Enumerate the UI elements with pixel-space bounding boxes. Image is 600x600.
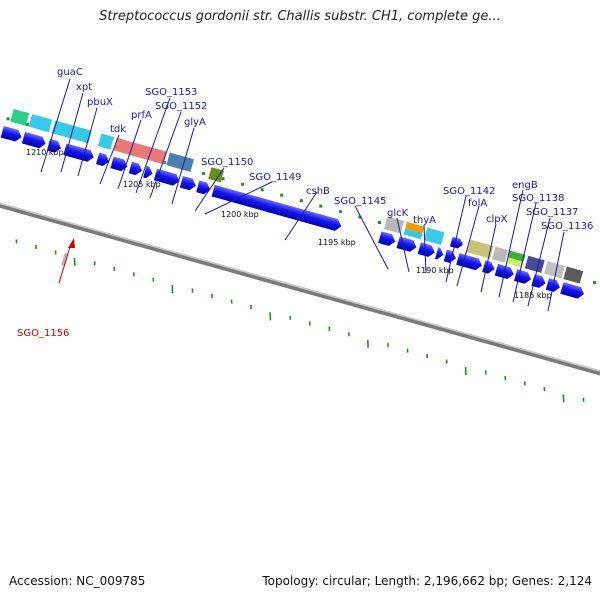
gene-arrow[interactable] bbox=[21, 131, 47, 150]
genome-summary-text: Topology: circular; Length: 2,196,662 bp… bbox=[262, 574, 592, 588]
gene-label-SGO_1137[interactable]: SGO_1137 bbox=[526, 207, 578, 218]
gene-arrow[interactable] bbox=[435, 247, 445, 260]
gene-box-xpt[interactable] bbox=[28, 114, 53, 133]
gene-arrow[interactable] bbox=[196, 180, 212, 196]
gene-box-glyA[interactable] bbox=[208, 167, 224, 183]
inner-tick-ruler bbox=[15, 239, 585, 403]
gene-label-SGO_1149[interactable]: SGO_1149 bbox=[249, 172, 301, 183]
gene-box-SGO_1152[interactable] bbox=[166, 152, 194, 172]
gene-box-glcK[interactable] bbox=[405, 221, 425, 234]
ruler-tick bbox=[202, 171, 205, 175]
ruler-tick bbox=[338, 210, 342, 214]
gene-arrow[interactable] bbox=[378, 231, 397, 247]
gene-box-SGO_1145[interactable] bbox=[384, 216, 405, 234]
accession-text: Accession: NC_009785 bbox=[9, 574, 146, 588]
gene-box-SGO_1137[interactable] bbox=[544, 261, 565, 279]
ruler-tick bbox=[241, 182, 245, 186]
ruler-tick bbox=[280, 193, 284, 197]
arrowhead-SGO_1156 bbox=[68, 238, 75, 248]
gene-box-SGO_1136[interactable] bbox=[563, 266, 584, 284]
gene-label-glcK[interactable]: glcK bbox=[387, 208, 409, 219]
gene-label-cshB[interactable]: cshB bbox=[306, 186, 330, 197]
gene-label-SGO_1150[interactable]: SGO_1150 bbox=[201, 157, 253, 168]
map-title: Streptococcus gordonii str. Challis subs… bbox=[99, 9, 501, 24]
gene-label-SGO_1152[interactable]: SGO_1152 bbox=[155, 101, 207, 112]
gene-arrow[interactable] bbox=[153, 168, 181, 187]
ruler-tick bbox=[593, 281, 596, 285]
gene-box-clpX[interactable] bbox=[492, 246, 509, 263]
kbp-marker: 1195 kbp bbox=[318, 238, 356, 247]
gene-box-folA[interactable] bbox=[467, 239, 494, 259]
gene-box-tdk[interactable] bbox=[97, 133, 114, 150]
ruler-tick bbox=[26, 122, 29, 126]
gene-arrow[interactable] bbox=[396, 236, 419, 253]
gene-box-SGO_1138[interactable] bbox=[524, 255, 545, 273]
gene-label-SGO_1142[interactable]: SGO_1142 bbox=[443, 186, 495, 197]
gene-box-thyA[interactable] bbox=[423, 227, 445, 245]
ruler-tick bbox=[299, 199, 303, 203]
gene-arrow[interactable] bbox=[63, 143, 95, 163]
kbp-marker: 1200 kbp bbox=[221, 210, 259, 219]
kbp-marker: 1190 kbp bbox=[416, 266, 454, 275]
gene-arrow[interactable] bbox=[110, 156, 129, 173]
gene-label-SGO_1145[interactable]: SGO_1145 bbox=[334, 196, 386, 207]
kbp-marker: 1205 kbp bbox=[123, 180, 161, 189]
ruler-tick bbox=[378, 221, 381, 224]
gene-label-thyA[interactable]: thyA bbox=[413, 215, 436, 226]
ruler-tick bbox=[358, 215, 362, 219]
gene-arrow[interactable] bbox=[0, 125, 23, 143]
label-leader-lines bbox=[40, 78, 565, 312]
gene-label-clpX[interactable]: clpX bbox=[486, 214, 508, 225]
ruler-tick bbox=[162, 161, 166, 164]
gene-label-tdk[interactable]: tdk bbox=[110, 124, 126, 135]
kbp-marker: 1210 kbp bbox=[26, 148, 64, 157]
gene-label-glyA[interactable]: glyA bbox=[184, 117, 206, 128]
gene-label-guaC[interactable]: guaC bbox=[57, 67, 83, 78]
genome-backbone bbox=[0, 174, 600, 406]
gene-arrow[interactable] bbox=[456, 253, 483, 271]
gene-box-engB-b[interactable] bbox=[506, 257, 524, 268]
gene-label-SGO_1153[interactable]: SGO_1153 bbox=[145, 87, 197, 98]
gene-arrow-cshB[interactable] bbox=[211, 184, 343, 232]
gene-arrow[interactable] bbox=[560, 282, 585, 300]
gene-label-pbuX[interactable]: pbuX bbox=[87, 97, 113, 108]
ruler-tick bbox=[221, 177, 225, 181]
gene-label-prfA[interactable]: prfA bbox=[131, 110, 152, 121]
gene-arrow[interactable] bbox=[143, 165, 154, 180]
kbp-marker: 1185 kbp bbox=[514, 291, 552, 300]
gene-label-engB[interactable]: engB bbox=[512, 180, 538, 191]
gene-box-guaC[interactable] bbox=[10, 109, 30, 126]
gene-arrow[interactable] bbox=[449, 236, 464, 250]
gene-label-SGO_1138[interactable]: SGO_1138 bbox=[512, 193, 564, 204]
label-leader-SGO_1156 bbox=[58, 246, 71, 284]
gene-arrow[interactable] bbox=[128, 161, 144, 177]
gene-arrow[interactable] bbox=[96, 152, 111, 168]
ruler-tick bbox=[260, 188, 264, 192]
gene-label-SGO_1136[interactable]: SGO_1136 bbox=[541, 221, 593, 232]
gene-arrow[interactable] bbox=[417, 242, 437, 258]
ruler-tick bbox=[6, 117, 10, 121]
gene-arrow[interactable] bbox=[514, 269, 533, 285]
gene-box-engB[interactable] bbox=[508, 250, 526, 262]
gene-label-folA[interactable]: folA bbox=[468, 198, 487, 209]
gene-arrow[interactable] bbox=[179, 175, 198, 192]
kbp-markers: 1210 kbp 1205 kbp 1200 kbp 1195 kbp 1190… bbox=[26, 148, 552, 300]
gene-box-glcK-b[interactable] bbox=[403, 228, 423, 240]
gene-labels: guaC xpt pbuX tdk prfA SGO_1153 SGO_1152… bbox=[17, 67, 593, 339]
gene-label-xpt[interactable]: xpt bbox=[76, 82, 92, 93]
gene-label-SGO_1156[interactable]: SGO_1156 bbox=[17, 328, 69, 339]
gene-box-prfA[interactable] bbox=[113, 137, 167, 165]
gene-arrow[interactable] bbox=[482, 260, 496, 275]
ruler-tick bbox=[319, 204, 323, 208]
